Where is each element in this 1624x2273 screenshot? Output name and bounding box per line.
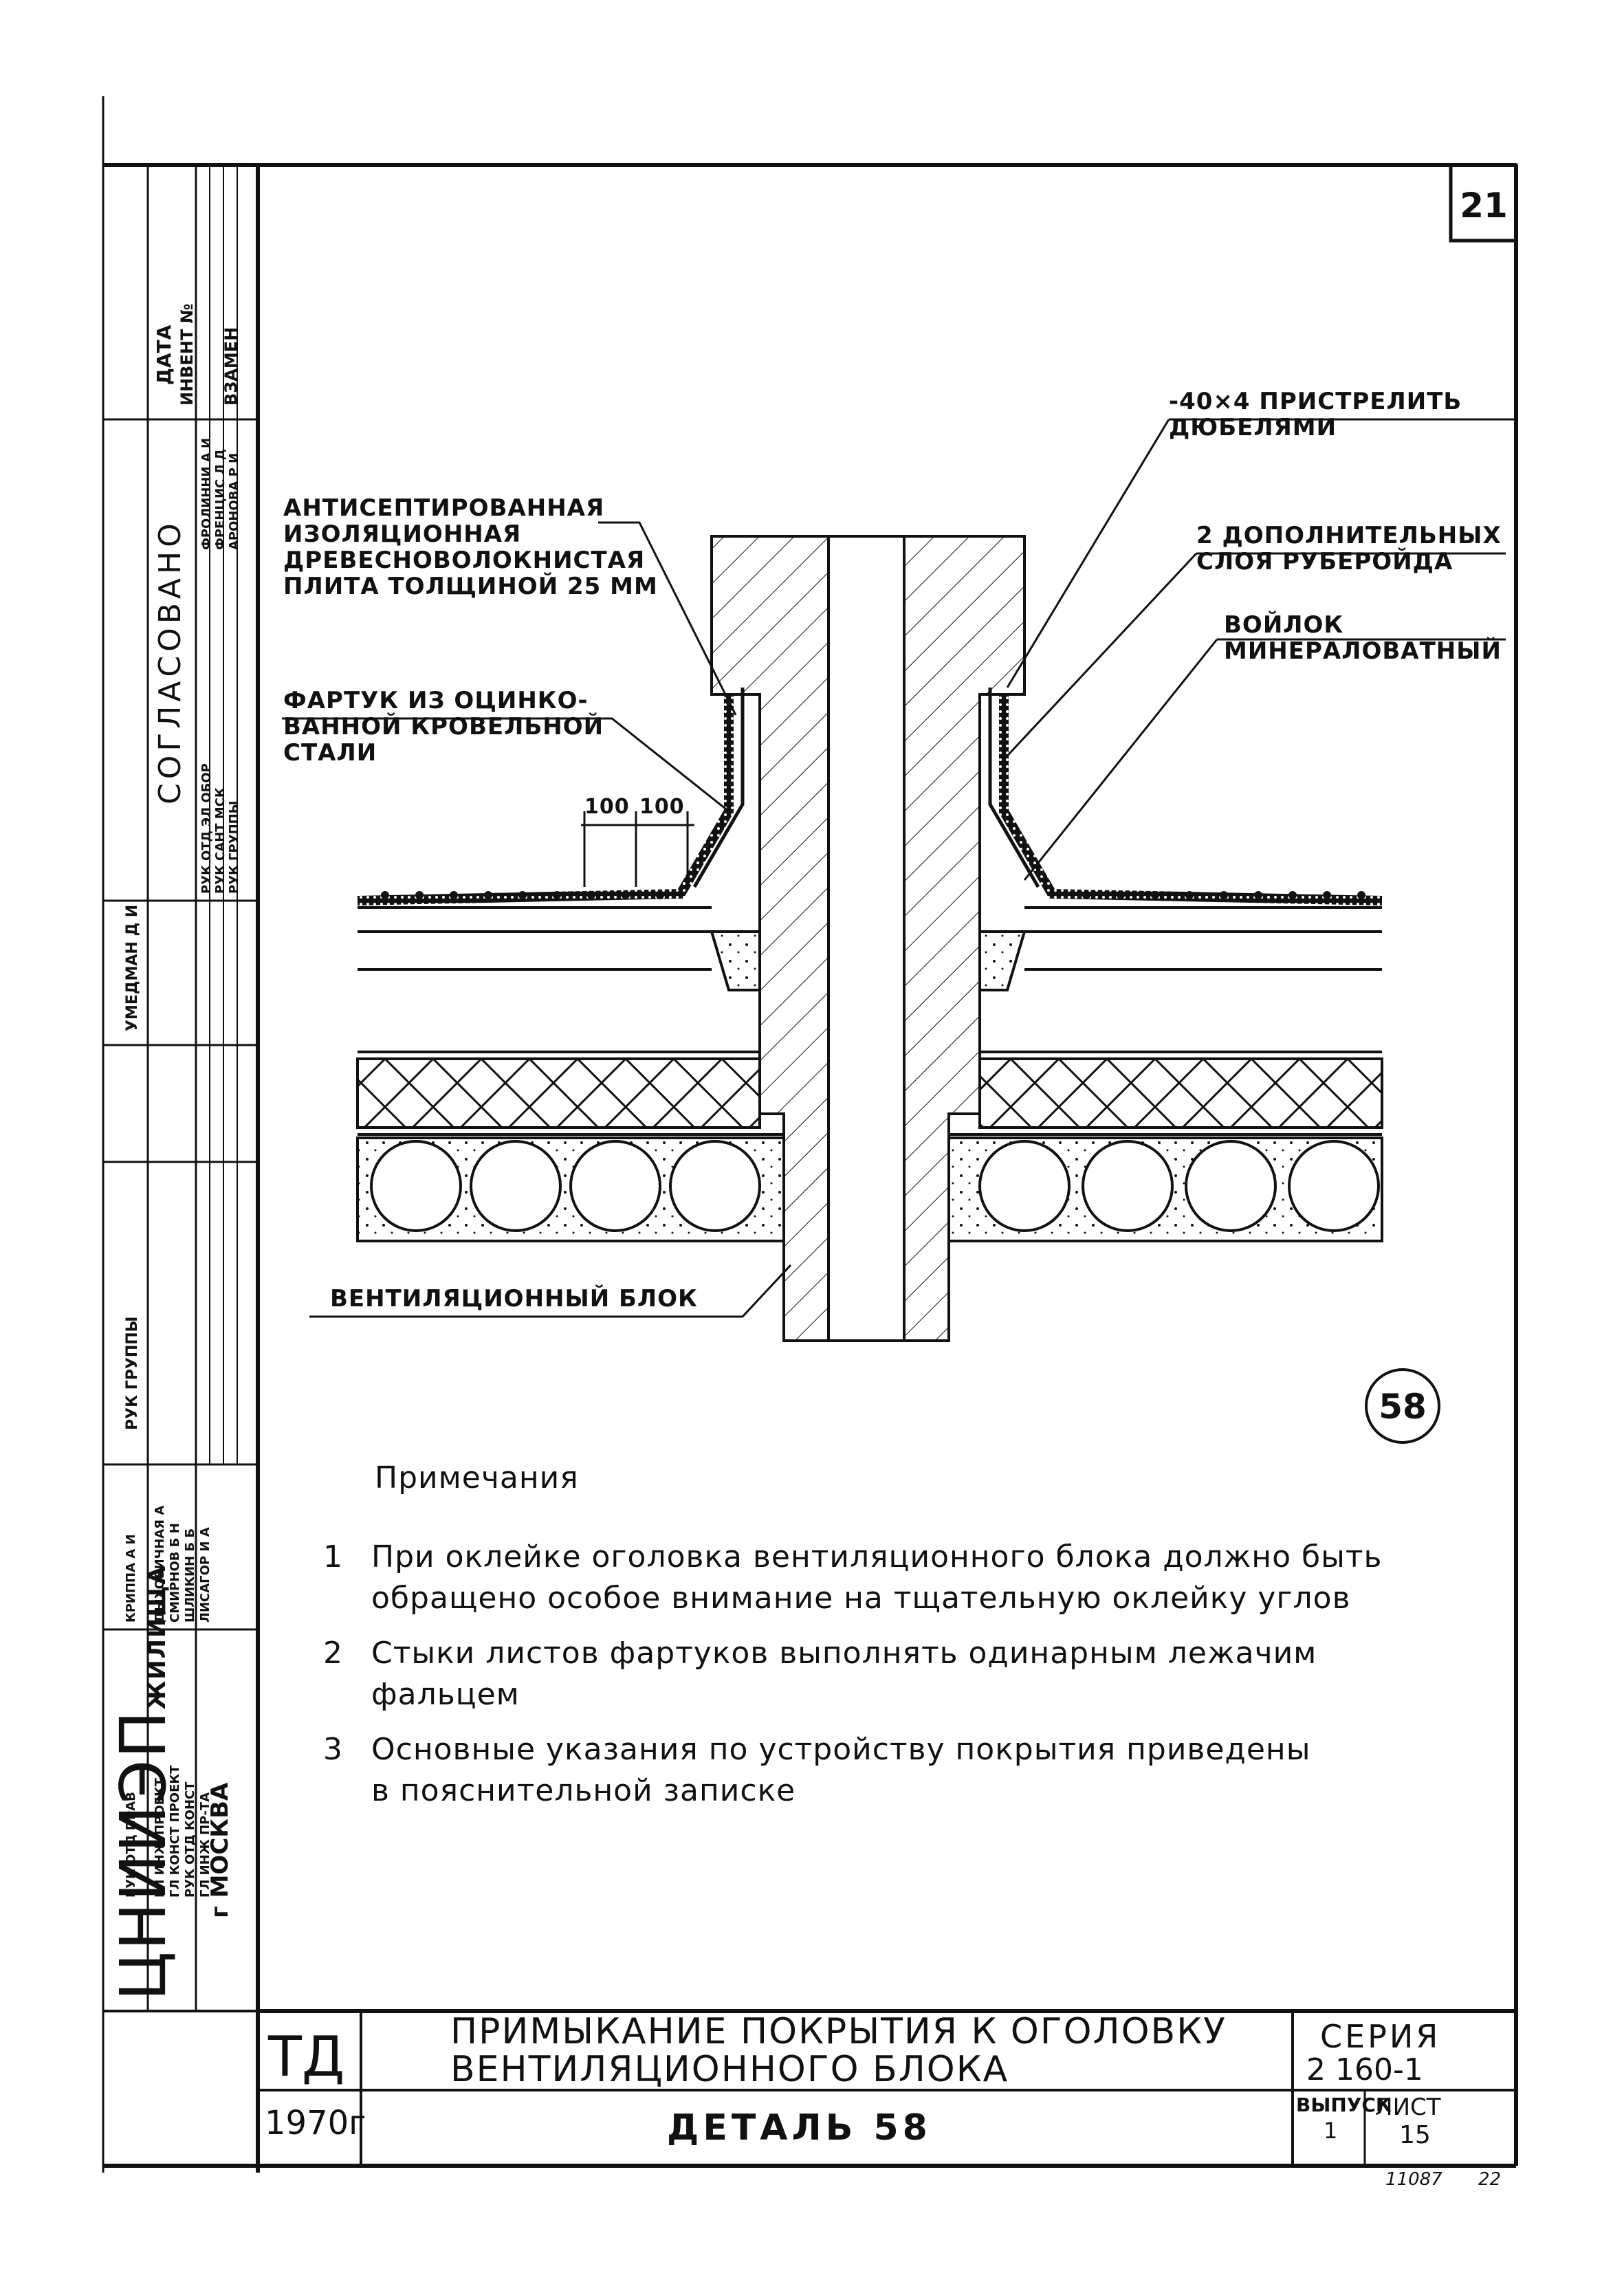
issue-value: 1 bbox=[1324, 2118, 1338, 2144]
note-item: 2 Стыки листов фартуков выполнять одинар… bbox=[323, 1633, 1492, 1715]
detail-mark: 58 bbox=[1379, 1387, 1427, 1427]
label-roofing-layers: 2 ДОПОЛНИТЕЛЬНЫХ СЛОЯ РУБЕРОЙДА bbox=[1196, 522, 1502, 575]
note-text: Стыки листов фартуков выполнять одинарны… bbox=[371, 1636, 1317, 1712]
dimension-1: 100 bbox=[584, 795, 630, 819]
dimension-2: 100 bbox=[639, 795, 685, 819]
notes-heading: Примечания bbox=[375, 1460, 579, 1495]
title-line-2: ВЕНТИЛЯЦИОННОГО БЛОКА bbox=[450, 2049, 1009, 2090]
issue-label: ВЫПУСК bbox=[1296, 2094, 1392, 2116]
note-text: Основные указания по устройству покрытия… bbox=[371, 1732, 1311, 1808]
series-label: СЕРИЯ bbox=[1320, 2018, 1441, 2055]
label-apron: ФАРТУК ИЗ ОЦИНКО- ВАННОЙ КРОВЕЛЬНОЙ СТАЛ… bbox=[283, 687, 604, 767]
title-line-1: ПРИМЫКАНИЕ ПОКРЫТИЯ К ОГОЛОВКУ bbox=[450, 2011, 1227, 2052]
note-item: 3 Основные указания по устройству покрыт… bbox=[323, 1729, 1492, 1812]
label-strip: -40×4 ПРИСТРЕЛИТЬ ДЮБЕЛЯМИ bbox=[1169, 388, 1462, 441]
page-number: 21 bbox=[1460, 186, 1508, 226]
title-year: 1970г bbox=[265, 2104, 366, 2142]
note-number: 1 bbox=[323, 1539, 343, 1574]
series-value: 2 160-1 bbox=[1306, 2052, 1423, 2087]
note-number: 2 bbox=[323, 1636, 343, 1671]
label-insulation-plate: АНТИСЕПТИРОВАННАЯ ИЗОЛЯЦИОННАЯ ДРЕВЕСНОВ… bbox=[283, 494, 658, 600]
notes-list: 1 При оклейке оголовка вентиляционного б… bbox=[323, 1537, 1492, 1812]
bottom-code: 11087 bbox=[1385, 2169, 1442, 2190]
title-code: ТД bbox=[268, 2025, 345, 2089]
note-number: 3 bbox=[323, 1732, 343, 1767]
note-text: При оклейке оголовка вентиляционного бло… bbox=[371, 1539, 1383, 1616]
title-detail: ДЕТАЛЬ 58 bbox=[667, 2107, 932, 2149]
sheet-label: ЛИСТ bbox=[1375, 2094, 1441, 2121]
label-felt: ВОЙЛОК МИНЕРАЛОВАТНЫЙ bbox=[1224, 611, 1502, 665]
bottom-code-2: 22 bbox=[1478, 2169, 1502, 2190]
note-item: 1 При оклейке оголовка вентиляционного б… bbox=[323, 1537, 1492, 1619]
sheet-value: 15 bbox=[1399, 2121, 1431, 2149]
label-vent-block: ВЕНТИЛЯЦИОННЫЙ БЛОК bbox=[330, 1285, 698, 1313]
